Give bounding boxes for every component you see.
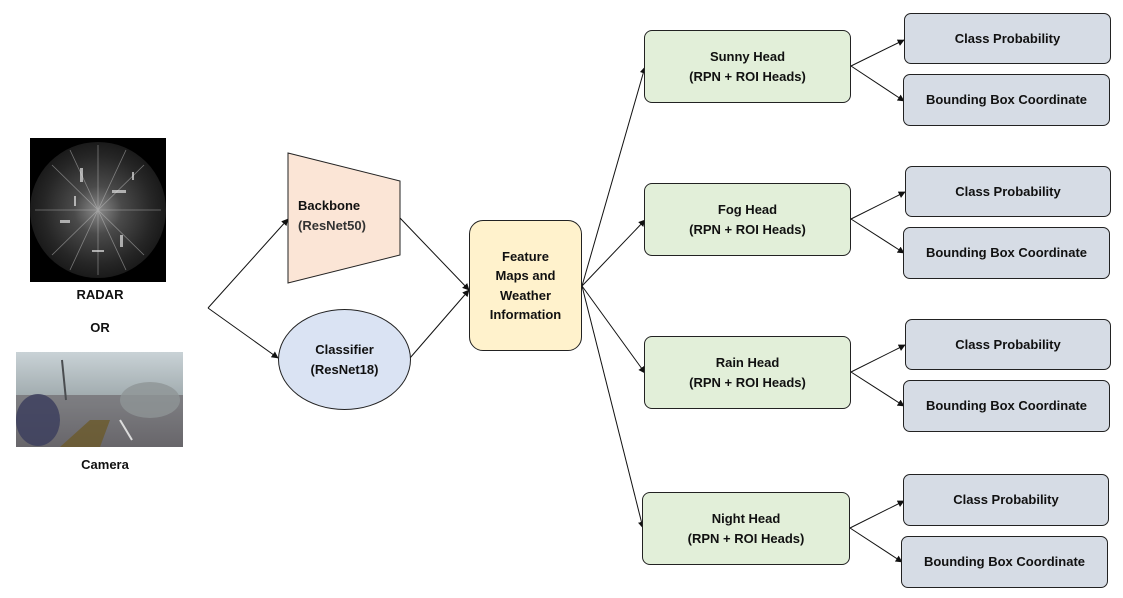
fog-bounding-box: Bounding Box Coordinate — [903, 227, 1110, 279]
connector-arrows — [207, 39, 906, 563]
feature-line: Information — [489, 307, 562, 322]
feature-line: Weather — [499, 287, 552, 303]
fog-class-probability: Class Probability — [905, 166, 1111, 217]
backbone-subtitle: (ResNet50) — [298, 218, 366, 233]
classifier-node: Classifier (ResNet18) — [278, 309, 411, 410]
night-head-node: Night Head (RPN + ROI Heads) — [642, 492, 850, 565]
fog-head-node: Fog Head (RPN + ROI Heads) — [644, 183, 851, 256]
radar-label: RADAR — [76, 287, 124, 302]
sunny-class-probability: Class Probability — [904, 13, 1111, 64]
feature-line: Maps and — [495, 268, 556, 283]
rain-class-probability: Class Probability — [905, 319, 1111, 370]
rain-bounding-box: Bounding Box Coordinate — [903, 380, 1110, 432]
head-title: Fog Head — [717, 201, 778, 217]
backbone-title: Backbone — [298, 198, 361, 213]
head-title: Night Head — [711, 510, 781, 526]
head-title: Rain Head — [715, 354, 780, 370]
head-subtitle: (RPN + ROI Heads) — [689, 374, 806, 390]
or-label: OR — [90, 320, 110, 335]
rain-head-node: Rain Head (RPN + ROI Heads) — [644, 336, 851, 409]
backbone-label: Backbone (ResNet50) — [298, 196, 366, 236]
classifier-subtitle: (ResNet18) — [310, 361, 379, 377]
camera-label: Camera — [81, 457, 129, 472]
night-bounding-box: Bounding Box Coordinate — [901, 536, 1108, 588]
head-subtitle: (RPN + ROI Heads) — [689, 221, 806, 237]
camera-image — [16, 352, 183, 447]
classifier-title: Classifier — [315, 341, 374, 357]
feature-maps-node: Feature Maps and Weather Information — [469, 220, 582, 351]
sunny-head-node: Sunny Head (RPN + ROI Heads) — [644, 30, 851, 103]
feature-line: Feature — [502, 248, 549, 264]
head-title: Sunny Head — [709, 48, 786, 64]
night-class-probability: Class Probability — [903, 474, 1109, 526]
head-subtitle: (RPN + ROI Heads) — [687, 530, 805, 546]
radar-image — [30, 138, 166, 282]
backbone-shape — [287, 152, 401, 284]
sunny-bounding-box: Bounding Box Coordinate — [903, 74, 1110, 126]
head-subtitle: (RPN + ROI Heads) — [689, 68, 806, 84]
